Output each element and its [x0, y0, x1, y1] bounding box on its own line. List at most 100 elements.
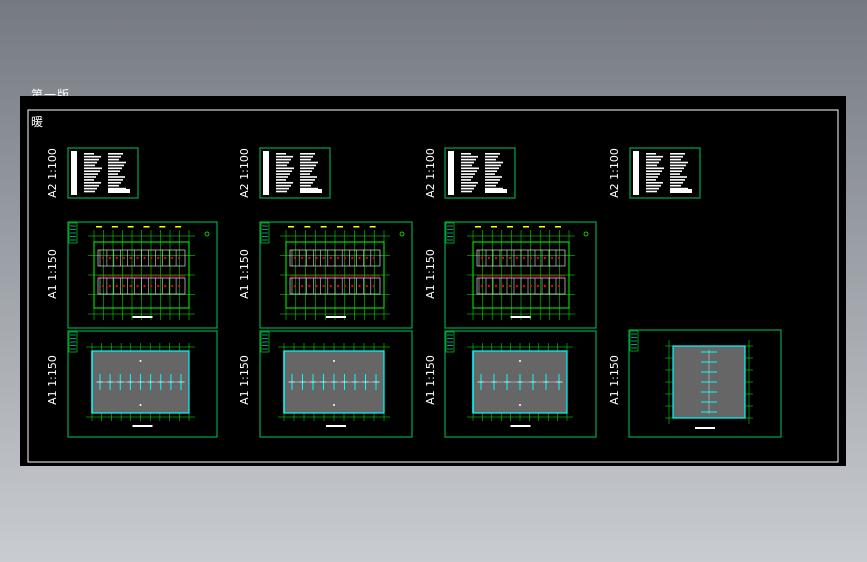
radiator-mark [344, 284, 347, 288]
radiator-mark [550, 284, 554, 288]
dimension-text [96, 226, 102, 228]
layout-border [27, 109, 839, 463]
radiator-mark [543, 284, 547, 288]
notes-text-line [276, 184, 291, 187]
radiator-mark [150, 256, 153, 260]
notes-text-line [84, 182, 101, 184]
notes-text-line [276, 176, 288, 178]
notes-text-line [461, 161, 474, 164]
notes-text-line [276, 153, 286, 155]
notes-title-bar [633, 151, 639, 195]
notes-text-line [84, 161, 97, 164]
sheet-frame [67, 147, 139, 199]
sheet-plan-heating[interactable]: A1 1:150 [46, 221, 218, 329]
sheet-frame [444, 330, 597, 438]
radiator-mark [315, 256, 318, 260]
radiator-mark [372, 284, 375, 288]
radiator-mark [508, 284, 512, 288]
radiator-mark [501, 256, 505, 260]
sheet-frame [67, 221, 218, 329]
radiator-mark [101, 284, 105, 288]
radiator-mark [171, 284, 174, 288]
radiator-mark [557, 256, 561, 260]
radiator-mark [487, 256, 491, 260]
notes-text-line [300, 176, 317, 178]
radiator-mark [480, 284, 484, 288]
radiator-mark [515, 256, 519, 260]
notes-text-line [646, 179, 656, 181]
radiator-mark [150, 284, 153, 288]
radiator-mark [108, 256, 112, 260]
sheet-scale-label: A2 1:100 [238, 148, 251, 198]
radiator-mark [329, 284, 332, 288]
title-block-strip [629, 330, 639, 352]
sheet-notes[interactable]: A2 1:100 [608, 147, 701, 199]
dimension-text [159, 226, 166, 228]
sheet-frame [259, 221, 413, 329]
notes-text-line [670, 153, 685, 155]
radiator-mark [129, 284, 132, 288]
notes-text-line [485, 158, 496, 161]
radiator-mark [515, 284, 519, 288]
notes-text-line [84, 179, 94, 181]
notes-text-line [461, 167, 479, 170]
sheet-plan-heating[interactable]: A1 1:150 [424, 221, 597, 329]
sheet-notes[interactable]: A2 1:100 [424, 147, 516, 199]
drawing-title [510, 425, 531, 427]
sheet-scale-label: A1 1:150 [608, 355, 621, 405]
notes-text-line [108, 187, 126, 190]
notes-text-line [276, 173, 290, 175]
radiator-mark [129, 256, 132, 260]
notes-text-line [276, 155, 293, 158]
notes-text-line [108, 182, 121, 184]
sheet-scale-label: A1 1:150 [424, 249, 437, 299]
notes-text-line [108, 170, 120, 172]
building-outline [472, 241, 570, 309]
notes-text-line [276, 190, 287, 193]
title-block-strip [445, 331, 455, 353]
roof-mark [333, 404, 335, 406]
sheet-plan-roof[interactable]: A1 1:150 [424, 330, 597, 438]
radiator-mark [329, 256, 332, 260]
notes-text-line [670, 184, 681, 187]
notes-text-line [646, 187, 659, 190]
notes-text-line [485, 155, 498, 158]
radiator-mark [177, 284, 181, 288]
drawing-title [132, 316, 153, 318]
radiator-mark [494, 256, 498, 260]
drawing-title [132, 425, 153, 427]
radiator-mark [308, 256, 311, 260]
notes-text-line [300, 153, 315, 155]
sheet-plan-roof[interactable]: A1 1:150 [46, 330, 218, 438]
sheet-plan-roof[interactable]: A1 1:150 [238, 330, 413, 438]
radiator-mark [143, 284, 146, 288]
radiator-mark [487, 284, 491, 288]
radiator-mark [358, 256, 361, 260]
notes-table [485, 189, 507, 193]
sheet-plan-heating[interactable]: A1 1:150 [238, 221, 413, 329]
radiator-mark [336, 284, 340, 288]
notes-text-line [300, 167, 314, 170]
radiator-mark [177, 256, 181, 260]
sheet-notes[interactable]: A2 1:100 [46, 147, 139, 199]
notes-text-line [276, 158, 291, 161]
notes-text-line [84, 167, 102, 170]
notes-text-line [300, 170, 312, 172]
notes-text-line [485, 167, 499, 170]
roof-mark [519, 360, 521, 362]
radiator-mark [365, 256, 368, 260]
sheet-plan-roof-vertical[interactable]: A1 1:150 [608, 329, 782, 438]
notes-text-line [300, 179, 315, 181]
dimension-text [304, 226, 311, 228]
roof-mark [333, 360, 335, 362]
dimension-text [175, 226, 182, 228]
radiator-mark [301, 284, 304, 288]
sheet-scale-label: A1 1:150 [46, 249, 59, 299]
sheet-notes[interactable]: A2 1:100 [238, 147, 331, 199]
radiator-mark [293, 256, 297, 260]
notes-text-line [485, 170, 497, 172]
sheet-frame [629, 147, 701, 199]
